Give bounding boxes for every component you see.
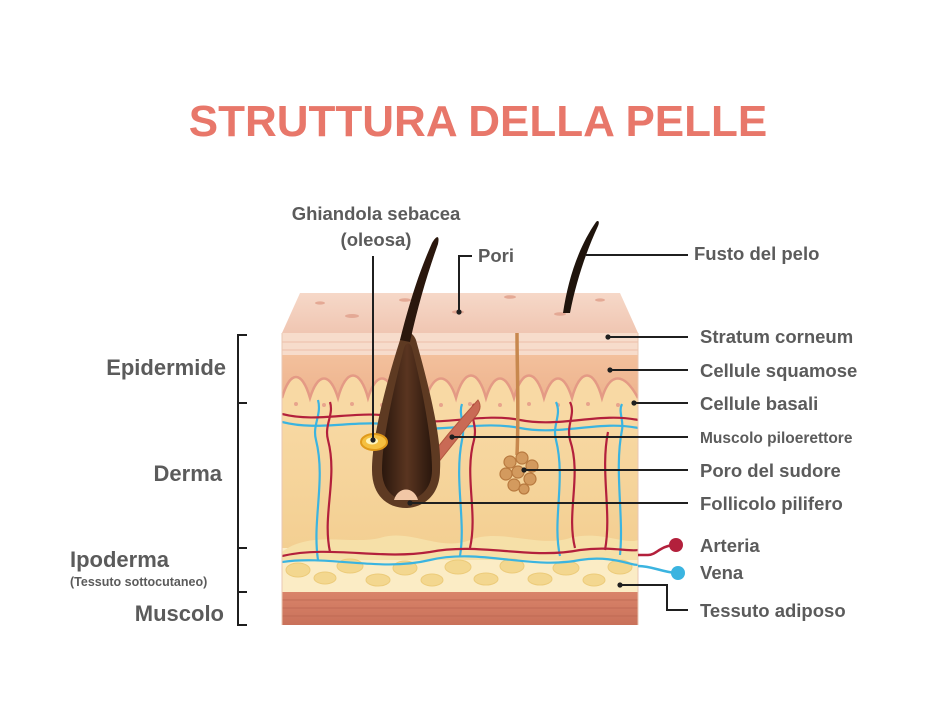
vena-marker	[671, 566, 685, 580]
label-ghiandola-line2: (oleosa)	[341, 229, 412, 250]
top-leaders	[370, 255, 472, 443]
sweat-gland	[499, 333, 539, 495]
label-epidermide: Epidermide	[106, 355, 226, 380]
arteria-marker	[669, 538, 683, 552]
label-arteria: Arteria	[700, 535, 760, 556]
label-ipoderma: Ipoderma	[70, 547, 170, 572]
label-stratum: Stratum corneum	[700, 326, 853, 347]
label-pori: Pori	[478, 245, 514, 266]
hair-shaft-main	[400, 237, 439, 342]
label-fusto: Fusto del pelo	[694, 243, 819, 264]
adipose-cells	[285, 558, 633, 587]
stratum-corneum-layer	[282, 333, 638, 355]
label-ipoderma-sub: (Tessuto sottocutaneo)	[70, 575, 207, 589]
label-ghiandola-line1: Ghiandola sebacea	[292, 203, 461, 224]
diagram-title: STRUTTURA DELLA PELLE	[189, 97, 768, 146]
label-muscolo-piloerettore: Muscolo piloerettore	[700, 430, 853, 447]
hair-shaft	[563, 221, 599, 313]
label-follicolo: Follicolo pilifero	[700, 493, 843, 514]
label-derma: Derma	[154, 461, 223, 486]
label-vena: Vena	[700, 562, 744, 583]
right-leaders	[407, 254, 688, 611]
skin-block	[281, 221, 639, 625]
label-muscolo: Muscolo	[135, 601, 224, 626]
label-basali: Cellule basali	[700, 393, 818, 414]
hair-follicle	[372, 333, 441, 508]
label-squamose: Cellule squamose	[700, 360, 857, 381]
layer-brackets	[237, 334, 247, 626]
label-adiposo: Tessuto adiposo	[700, 600, 846, 621]
label-poro-sudore: Poro del sudore	[700, 460, 841, 481]
